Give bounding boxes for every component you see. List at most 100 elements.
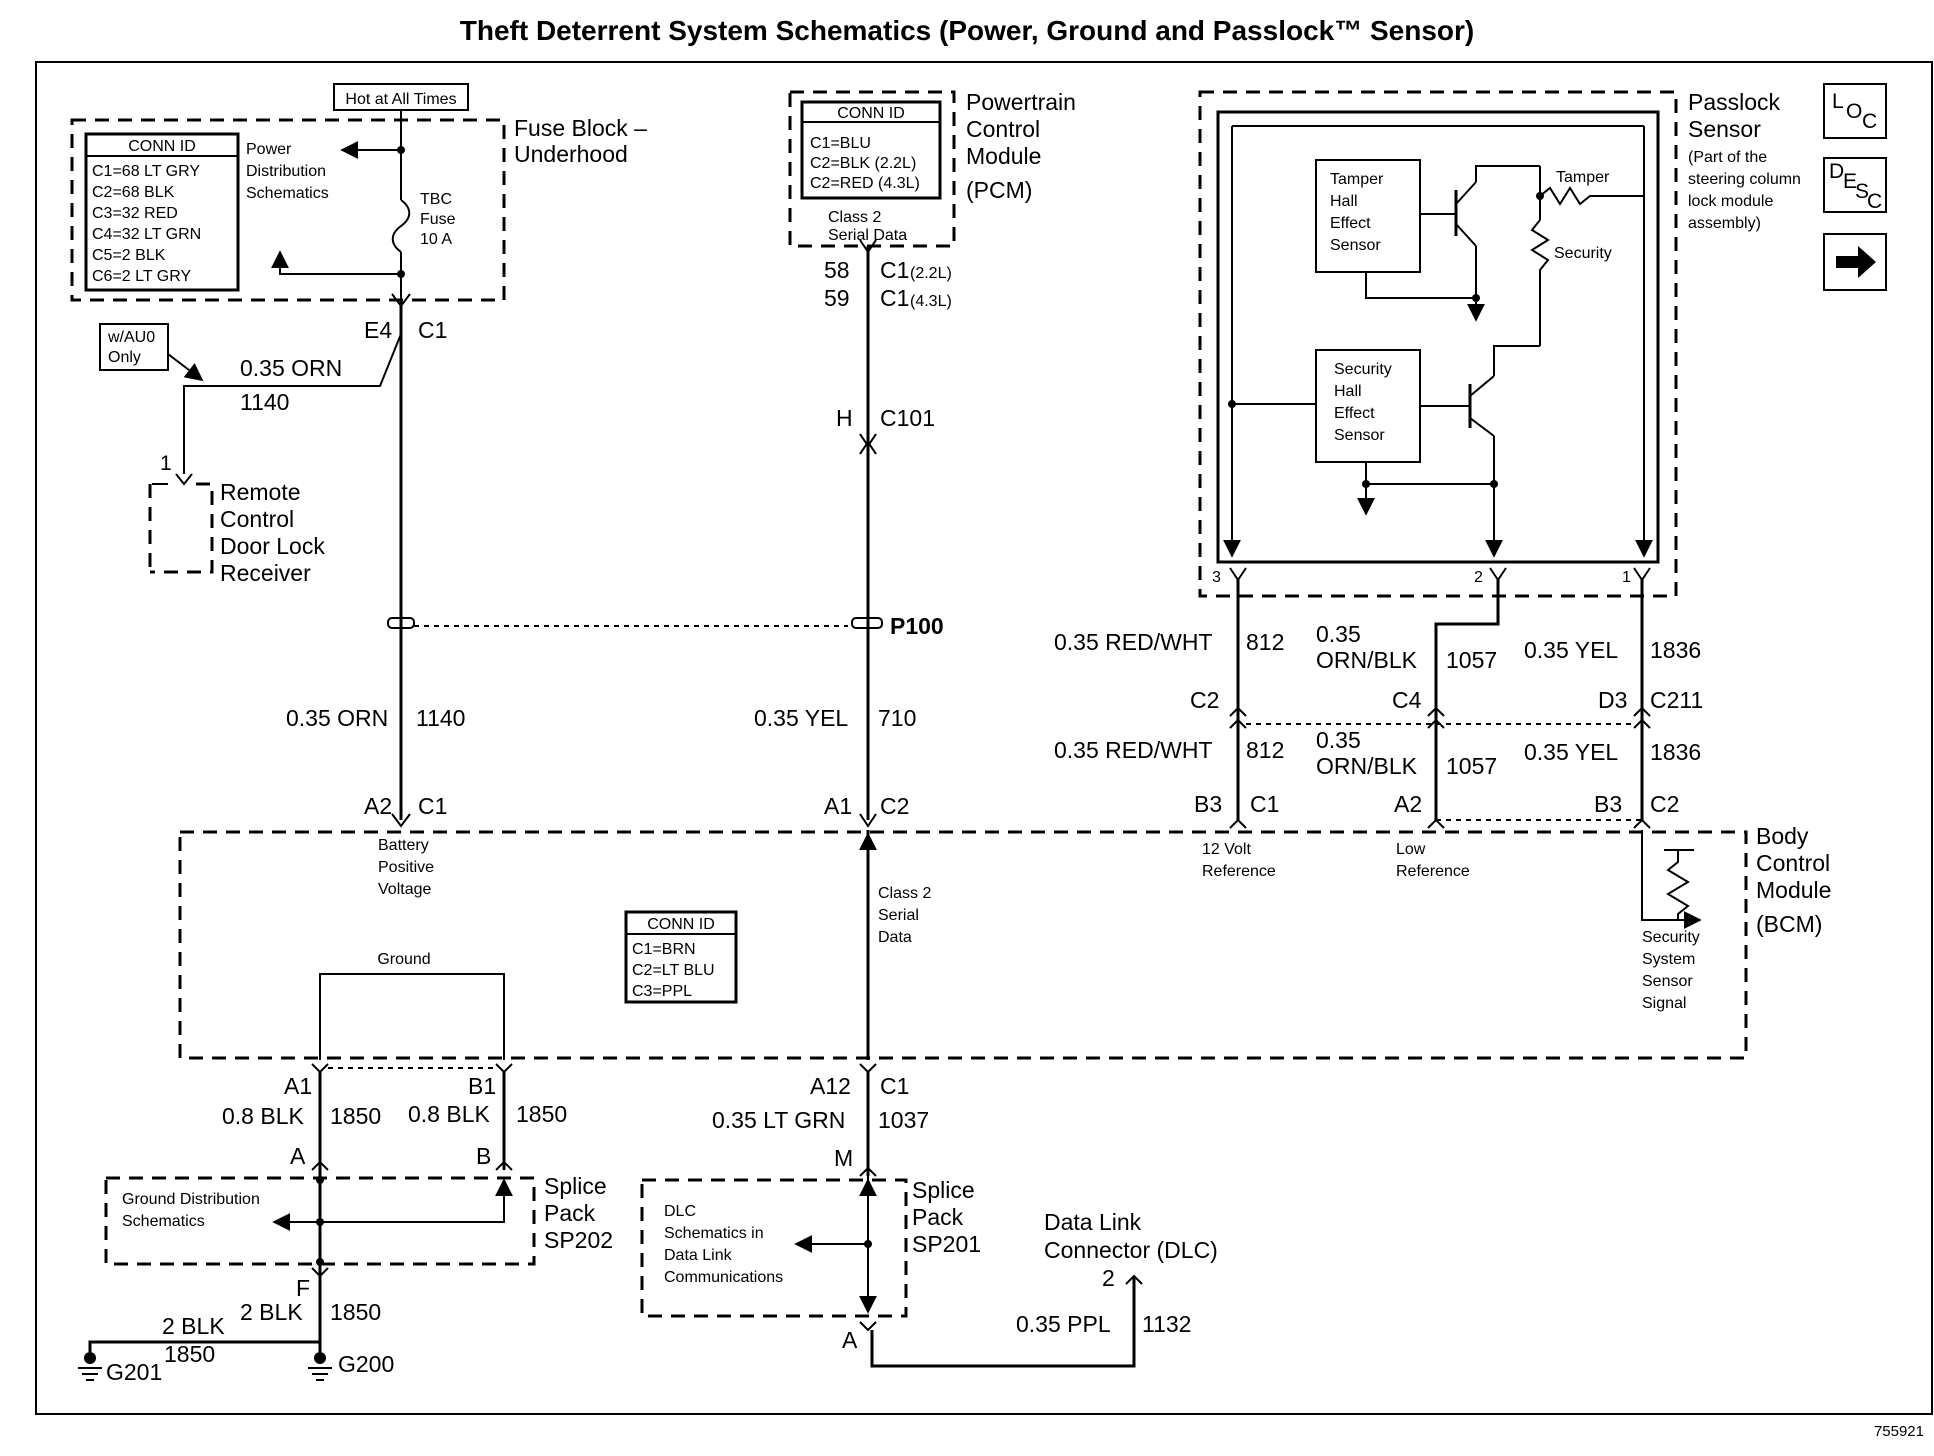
wire-1836-size-b: 0.35 YEL xyxy=(1524,739,1618,765)
pcm-pin-59-note: (4.3L) xyxy=(910,293,952,310)
sp201-pin-a: A xyxy=(842,1327,858,1353)
wire-1132-size: 0.35 PPL xyxy=(1016,1311,1111,1337)
c211-c4-label: C4 xyxy=(1392,687,1422,713)
fuse-conn-c6: C6=2 LT GRY xyxy=(92,268,191,285)
sp201-desc-3: Data Link xyxy=(664,1247,733,1264)
wire-1132 xyxy=(870,1276,1136,1368)
pcm-conn-c1: C1=BLU xyxy=(810,135,871,152)
wire-1850a-size: 0.8 BLK xyxy=(222,1103,304,1129)
bcm-pin-b3b: B3 xyxy=(1594,791,1622,817)
wire-1850f-size: 2 BLK xyxy=(240,1299,303,1325)
passlock-name: Passlock xyxy=(1688,89,1781,115)
pcm-pin-58-conn: C1 xyxy=(880,257,909,283)
bcm-conn-c3: C3=PPL xyxy=(632,983,692,1000)
wire-1850g-num: 1850 xyxy=(164,1341,215,1367)
bcm-pin-b1-bottom: B1 xyxy=(468,1073,496,1099)
sp202-desc-2: Schematics xyxy=(122,1213,205,1230)
dlc-name-2: Connector (DLC) xyxy=(1044,1237,1218,1263)
bcm-conn-c2: C2=LT BLU xyxy=(632,962,715,979)
ground-g200-icon xyxy=(308,1352,332,1381)
c101-pin-h: H xyxy=(836,405,853,431)
bcm-sec-signal-label-4: Signal xyxy=(1642,995,1686,1012)
wire-812-size: 0.35 RED/WHT xyxy=(1054,629,1212,655)
c211-c2-label: C2 xyxy=(1190,687,1219,713)
wire-1057-size-2: ORN/BLK xyxy=(1316,647,1418,673)
passlock-note-3: lock module xyxy=(1688,193,1773,210)
pcm-conn-c2b: C2=RED (4.3L) xyxy=(810,175,920,192)
figure-number: 755921 xyxy=(1874,1423,1924,1440)
passlock-pin-1: 1 xyxy=(1622,569,1631,586)
svg-text:L: L xyxy=(1832,90,1844,113)
wire-1037-size: 0.35 LT GRN xyxy=(712,1107,845,1133)
wire-1836-num: 1836 xyxy=(1650,637,1701,663)
wire-1057-size-b: 0.35 xyxy=(1316,727,1361,753)
bcm-pin-c1-bottom: C1 xyxy=(880,1073,909,1099)
fuse-conn-c1: C1=68 LT GRY xyxy=(92,163,200,180)
pcm-name-4: (PCM) xyxy=(966,177,1032,203)
bcm-pin-b3-conn: C1 xyxy=(1250,791,1279,817)
bcm-pin-a2: A2 xyxy=(364,793,392,819)
wire-1057-num: 1057 xyxy=(1446,647,1497,673)
sp202-name-3: SP202 xyxy=(544,1227,613,1253)
dlc-pin-2: 2 xyxy=(1102,1265,1115,1291)
bcm-12v-ref-label: 12 Volt xyxy=(1202,841,1251,858)
ground-g200-label: G200 xyxy=(338,1351,394,1377)
power-dist-label: Power xyxy=(246,141,292,158)
pcm-conn-id-title: CONN ID xyxy=(837,105,905,122)
wire-1850f-num: 1850 xyxy=(330,1299,381,1325)
sp202-desc: Ground Distribution xyxy=(122,1191,260,1208)
sp201-pin-m: M xyxy=(834,1145,853,1171)
bcm-low-ref-label-2: Reference xyxy=(1396,863,1470,880)
pullup-resistor-icon xyxy=(1666,850,1690,920)
tbc-fuse-label-3: 10 A xyxy=(420,231,452,248)
bcm-pin-a1-conn: C2 xyxy=(880,793,909,819)
fuse-conn-id-title: CONN ID xyxy=(128,138,196,155)
sp201-desc-4: Communications xyxy=(664,1269,783,1286)
hot-at-all-times-label: Hot at All Times xyxy=(345,91,456,108)
bcm-name-2: Control xyxy=(1756,850,1830,876)
next-page-button[interactable] xyxy=(1823,233,1887,291)
sp202-pin-f: F xyxy=(296,1275,310,1301)
svg-text:C: C xyxy=(1867,190,1882,213)
bcm-pin-a1: A1 xyxy=(824,793,852,819)
security-sensor-label-2: Hall xyxy=(1334,383,1362,400)
tamper-sensor-label-2: Hall xyxy=(1330,193,1358,210)
bcm-pin-b3: B3 xyxy=(1194,791,1222,817)
remote-receiver-branch: w/AU0 Only 0.35 ORN 1140 1 Remote Contro… xyxy=(99,323,402,586)
bcm-pin-a2-conn: C1 xyxy=(418,793,447,819)
bcm-low-ref-label: Low xyxy=(1396,841,1426,858)
wire-1836-num-b: 1836 xyxy=(1650,739,1701,765)
fuse-block-underhood: Hot at All Times Fuse Block – Underhood … xyxy=(70,83,647,302)
ground-g201-icon xyxy=(78,1352,102,1381)
tbc-fuse-icon xyxy=(391,199,411,253)
svg-text:O: O xyxy=(1846,100,1862,123)
tamper-resistor-icon xyxy=(1539,186,1612,206)
right-arrow-icon xyxy=(1836,246,1876,278)
c211-connector: C2 C4 D3 C211 xyxy=(1190,687,1703,729)
pcm-pin-58-note: (2.2L) xyxy=(910,265,952,282)
sp202-pin-b: B xyxy=(476,1143,491,1169)
bcm-conn-id-box xyxy=(624,910,738,1004)
wire-1850a-num: 1850 xyxy=(330,1103,381,1129)
power-dist-label-3: Schematics xyxy=(246,185,329,202)
passlock-sensor: Passlock Sensor (Part of the steering co… xyxy=(1198,89,1801,598)
pcm-pin-59: 59 xyxy=(824,285,850,311)
remote-receiver-name-2: Control xyxy=(220,506,294,532)
passlock-note: (Part of the xyxy=(1688,149,1767,166)
bcm-name-3: Module xyxy=(1756,877,1831,903)
c101-label: C101 xyxy=(880,405,935,431)
wire-1140-remote-size: 0.35 ORN xyxy=(240,355,342,381)
remote-receiver-name: Remote xyxy=(220,479,301,505)
fuse-pin-e4: E4 xyxy=(364,317,392,343)
wire-1140-num: 1140 xyxy=(416,705,465,731)
wire-1140-size: 0.35 ORN xyxy=(286,705,388,731)
wire-812-size-b: 0.35 RED/WHT xyxy=(1054,737,1212,763)
bcm-name-4: (BCM) xyxy=(1756,911,1822,937)
sp201-name-2: Pack xyxy=(912,1204,964,1230)
pcm-module: CONN ID C1=BLU C2=BLK (2.2L) C2=RED (4.3… xyxy=(788,89,1076,248)
fuse-conn-c4: C4=32 LT GRN xyxy=(92,226,201,243)
bcm-pin-a1-bottom: A1 xyxy=(284,1073,312,1099)
